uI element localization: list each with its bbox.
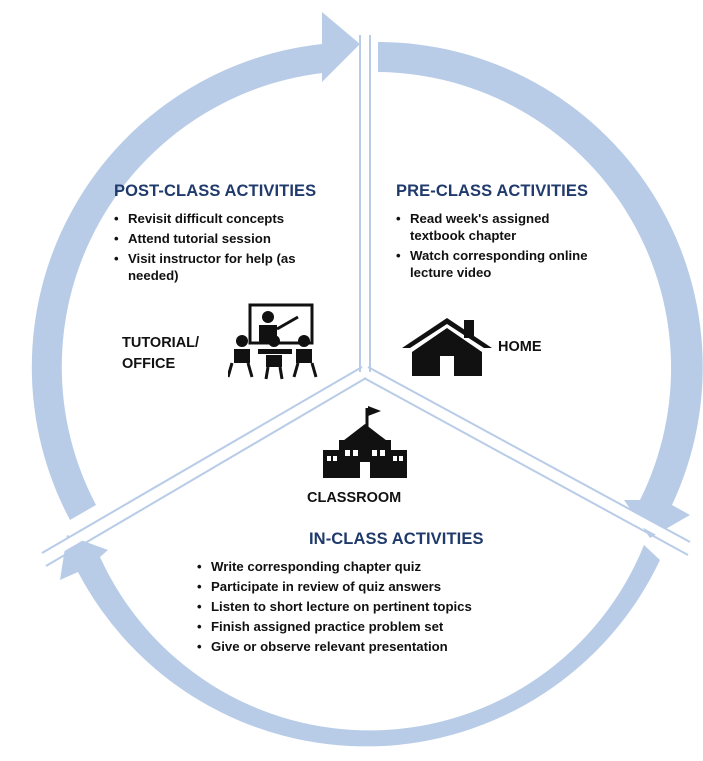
- list-item: Give or observe relevant presentation: [197, 638, 484, 655]
- home-label: HOME: [498, 339, 542, 355]
- list-item: Visit instructor for help (as needed): [114, 250, 298, 284]
- school-building-icon: [323, 406, 407, 478]
- list-item: Write corresponding chapter quiz: [197, 558, 484, 575]
- divider-right-edge-a: [367, 366, 691, 543]
- list-item: Finish assigned practice problem set: [197, 618, 484, 635]
- post-class-section: POST-CLASS ACTIVITIES Revisit difficult …: [114, 182, 324, 287]
- post-class-list: Revisit difficult concepts Attend tutori…: [114, 210, 324, 284]
- tutorial-classroom-icon: [228, 303, 318, 380]
- divider-right-edge-b: [363, 377, 689, 556]
- list-item: Read week's assigned textbook chapter: [396, 210, 590, 244]
- list-item: Listen to short lecture on pertinent top…: [197, 598, 484, 615]
- divider-left-edge-a: [41, 366, 363, 554]
- cycle-arrow-pre-to-in: [378, 42, 703, 538]
- house-icon: [402, 318, 492, 376]
- pre-class-heading: PRE-CLASS ACTIVITIES: [396, 182, 589, 200]
- divider-left-edge-b: [45, 377, 367, 567]
- list-item: Watch corresponding online lecture video: [396, 247, 625, 281]
- divider-left: [37, 368, 368, 564]
- in-class-list: Write corresponding chapter quiz Partici…: [197, 558, 484, 655]
- cycle-arrow-post-to-pre: [31, 12, 361, 520]
- region-divider-shadows: [41, 35, 691, 567]
- post-class-heading: POST-CLASS ACTIVITIES: [114, 182, 317, 200]
- pre-class-section: PRE-CLASS ACTIVITIES Read week's assigne…: [396, 182, 626, 284]
- cycle-arrow-in-to-post: [60, 535, 660, 747]
- in-class-heading: IN-CLASS ACTIVITIES: [309, 530, 484, 548]
- in-class-section: IN-CLASS ACTIVITIES Write corresponding …: [197, 530, 484, 658]
- list-item: Revisit difficult concepts: [114, 210, 324, 227]
- classroom-label: CLASSROOM: [307, 490, 402, 506]
- divider-right: [362, 368, 693, 552]
- list-item: Participate in review of quiz answers: [197, 578, 484, 595]
- cycle-arrows: [31, 12, 703, 747]
- tutorial-office-label: TUTORIAL/ OFFICE: [122, 335, 200, 372]
- list-item: Attend tutorial session: [114, 230, 324, 247]
- region-dividers: [37, 20, 693, 564]
- pre-class-list: Read week's assigned textbook chapter Wa…: [396, 210, 626, 281]
